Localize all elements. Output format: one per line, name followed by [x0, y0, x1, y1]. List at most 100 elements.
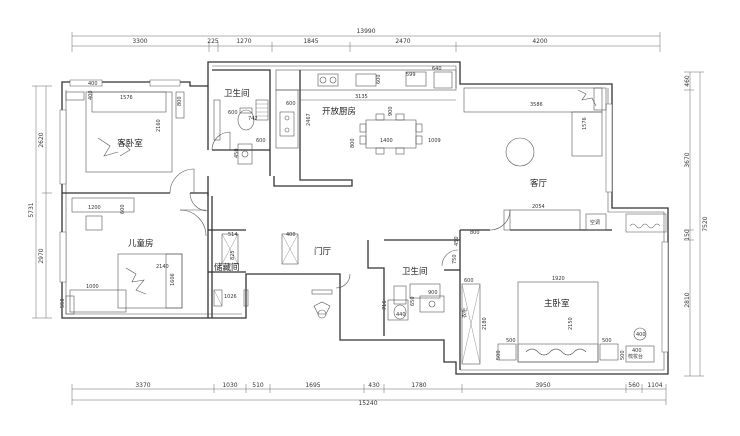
- living-room-label: 客厅: [530, 178, 548, 189]
- bottom-total-dim: 15240: [358, 400, 377, 407]
- living-room: 客厅 3586 1576 2054 空调: [463, 87, 607, 231]
- top-dim-6: 4200: [532, 38, 547, 45]
- dim-500-m3: 500: [602, 338, 612, 344]
- kids-room-label: 儿童房: [128, 238, 154, 249]
- right-total-dim: 7520: [702, 216, 709, 231]
- dim-3135: 3135: [355, 94, 368, 100]
- dim-800-b2: 800: [470, 230, 480, 236]
- dim-750: 750: [452, 254, 458, 264]
- right-dim-1: 460: [684, 75, 691, 87]
- outer-walls: [61, 61, 669, 375]
- dim-514: 514: [228, 232, 238, 238]
- master-bedroom: 主卧室 1920 2150 600 2180 500 500 500 500 4…: [461, 276, 655, 365]
- right-dim-3: 150: [684, 229, 691, 241]
- foyer-label: 门厅: [314, 246, 332, 257]
- bottom-dimensions: 3370 1030 510 1695 430 1780 3950 560 110…: [71, 382, 667, 407]
- dim-1606: 1606: [170, 273, 176, 286]
- dim-640: 640: [432, 66, 442, 72]
- dim-825: 825: [230, 250, 236, 260]
- dim-2180: 2180: [482, 317, 488, 330]
- dim-550: 550: [60, 298, 66, 308]
- dim-400-st: 400: [286, 232, 296, 238]
- kids-room: 儿童房 1200 600 2140 1606 1000 550: [60, 197, 183, 315]
- dim-716: 716: [382, 300, 388, 310]
- dim-600-bath: 600: [228, 110, 238, 116]
- dim-400-m2: 400: [632, 348, 642, 354]
- dim-800-guest: 800: [177, 96, 183, 106]
- bathroom-1: 卫生间 742 600 600 450: [213, 88, 269, 165]
- right-dim-2: 3670: [684, 152, 691, 167]
- open-kitchen: 开放厨房 600 3135 2467 600 599 640 900 800 1…: [275, 66, 457, 155]
- dim-2467: 2467: [306, 113, 312, 126]
- dresser-label: 梳妆台: [628, 353, 643, 360]
- guest-bedroom-label: 客卧室: [117, 138, 143, 149]
- dim-500-m2: 500: [506, 338, 516, 344]
- bottom-dim-4: 1695: [305, 382, 320, 389]
- bottom-dim-5: 430: [368, 382, 380, 389]
- top-dim-2: 225: [207, 38, 219, 45]
- top-dim-4: 1845: [303, 38, 318, 45]
- dim-900-b2: 900: [428, 290, 438, 296]
- open-kitchen-label: 开放厨房: [322, 106, 356, 117]
- dim-600-m: 600: [464, 278, 474, 284]
- dim-500-m4: 500: [620, 350, 626, 360]
- dim-450-b2: 450: [454, 236, 460, 246]
- dim-600-bath2: 600: [256, 138, 266, 144]
- dim-1400: 1400: [380, 138, 393, 144]
- left-dim-1: 2620: [38, 132, 45, 147]
- dim-742: 742: [248, 116, 258, 122]
- bottom-dim-7: 3950: [535, 382, 550, 389]
- top-total-dim: 13990: [356, 28, 375, 35]
- guest-bedroom: 客卧室 400 400 1576 800 2160: [65, 81, 185, 173]
- dim-800-k: 800: [350, 138, 356, 148]
- bottom-dim-2: 1030: [222, 382, 237, 389]
- bottom-dim-8: 560: [628, 382, 640, 389]
- right-dimensions: 460 3670 150 2810 7520: [684, 71, 709, 377]
- dim-600-k2: 600: [376, 74, 382, 84]
- doors: [169, 131, 511, 289]
- top-dimensions: 13990 3300 225 1270 1845 2470 4200: [71, 28, 661, 52]
- dim-2054: 2054: [532, 204, 545, 210]
- bottom-dim-9: 1104: [647, 382, 662, 389]
- dim-1200: 1200: [88, 205, 101, 211]
- bathroom-1-label: 卫生间: [224, 88, 250, 99]
- left-dimensions: 5731 2620 2970: [28, 85, 52, 319]
- storage-room: 储藏间 514 400 825 1026: [213, 232, 299, 307]
- bottom-dim-1: 3370: [135, 382, 150, 389]
- bottom-dim-6: 1780: [411, 382, 426, 389]
- storage-label: 储藏间: [214, 262, 240, 273]
- dim-650: 650: [410, 296, 416, 306]
- dim-599: 599: [406, 72, 416, 78]
- dim-1009: 1009: [428, 138, 441, 144]
- dim-500-m1: 500: [496, 350, 502, 360]
- bathroom-2: 卫生间 800 450 750 900 716 440 650: [382, 230, 480, 321]
- dim-450-bath: 450: [234, 148, 240, 158]
- dim-1026: 1026: [224, 294, 237, 300]
- dim-440: 440: [396, 312, 406, 318]
- foyer: 门厅: [311, 246, 333, 319]
- dim-400-m: 400: [636, 332, 646, 338]
- windows: [59, 79, 669, 353]
- dim-2150: 2150: [568, 317, 574, 330]
- right-dim-4: 2810: [684, 292, 691, 307]
- wardrobe-label: 衣柜: [461, 308, 468, 318]
- dim-400-guest: 400: [88, 81, 98, 87]
- bottom-dim-3: 510: [252, 382, 264, 389]
- dim-900-k: 900: [388, 106, 394, 116]
- dim-1920: 1920: [552, 276, 565, 282]
- dim-400-guest-v: 400: [88, 90, 94, 100]
- dim-600-kids: 600: [120, 204, 126, 214]
- master-bedroom-label: 主卧室: [544, 298, 570, 309]
- dim-3586: 3586: [530, 102, 543, 108]
- air-con-label: 空调: [590, 219, 600, 226]
- dim-2140: 2140: [156, 264, 169, 270]
- top-dim-3: 1270: [236, 38, 251, 45]
- top-dim-5: 2470: [395, 38, 410, 45]
- dim-600-k1: 600: [286, 101, 296, 107]
- left-dim-2: 2970: [38, 248, 45, 263]
- dim-1576-sofa: 1576: [582, 117, 588, 130]
- dim-1000: 1000: [86, 284, 99, 290]
- dim-2160-guest: 2160: [156, 119, 162, 132]
- top-dim-1: 3300: [132, 38, 147, 45]
